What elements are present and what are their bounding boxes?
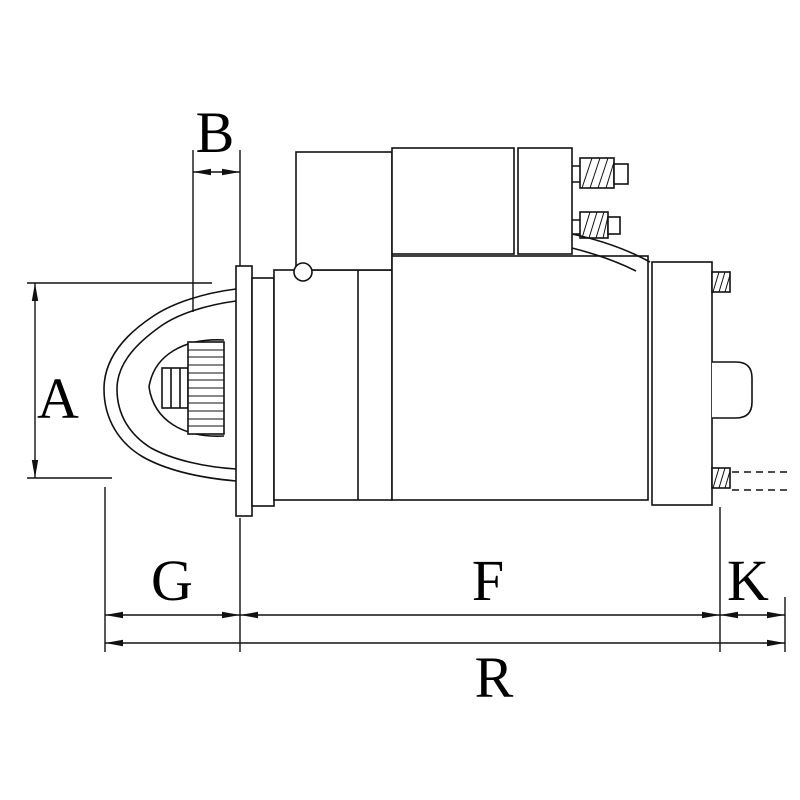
starter-motor-drawing [103, 147, 788, 517]
dimension-label-a: A [37, 366, 79, 431]
dimension-annotations: B A G F K R [27, 100, 786, 710]
centerline-dashed [732, 471, 788, 491]
dimension-label-k: K [727, 548, 769, 613]
dimension-label-r: R [475, 645, 514, 710]
end-cap [651, 261, 713, 506]
extension-lines [27, 150, 786, 652]
motor-body [391, 255, 649, 501]
inspection-hole [293, 262, 313, 282]
dimension-label-b: B [196, 100, 235, 165]
intermediate-housing [273, 151, 393, 501]
dimension-label-g: G [151, 548, 193, 613]
solenoid [391, 147, 573, 255]
pinion-gear [161, 341, 225, 435]
shaft-protrusion [712, 361, 753, 419]
through-bolt-bottom [711, 467, 731, 489]
through-bolt-top [711, 271, 731, 293]
terminal-studs [572, 157, 629, 239]
solenoid-bracket [571, 233, 651, 272]
mounting-flange [235, 265, 275, 517]
dimension-label-f: F [472, 548, 504, 613]
